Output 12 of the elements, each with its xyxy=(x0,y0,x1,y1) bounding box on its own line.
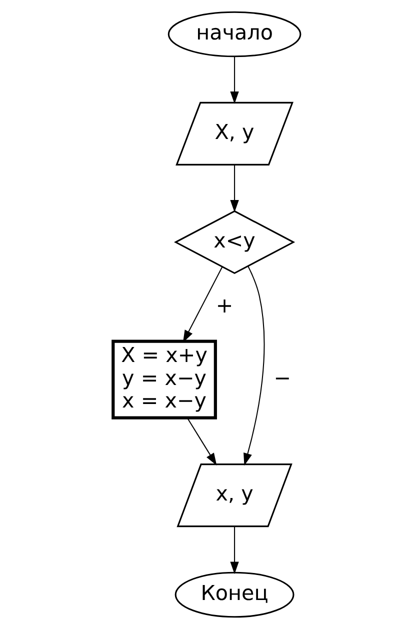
arrow xyxy=(182,266,223,343)
arrow xyxy=(230,56,239,104)
node-diamond: x<y xyxy=(174,210,296,274)
edge-label: + xyxy=(216,293,234,318)
arrow xyxy=(244,266,265,466)
arrow xyxy=(186,418,217,466)
node-ellipse: начало xyxy=(168,11,302,58)
arrow xyxy=(230,164,239,212)
node-ellipse: Конец xyxy=(174,572,294,618)
arrow xyxy=(230,526,239,574)
edge-label: − xyxy=(274,366,292,390)
node-box: X = x+y y = x−y x = x−y xyxy=(112,340,217,420)
